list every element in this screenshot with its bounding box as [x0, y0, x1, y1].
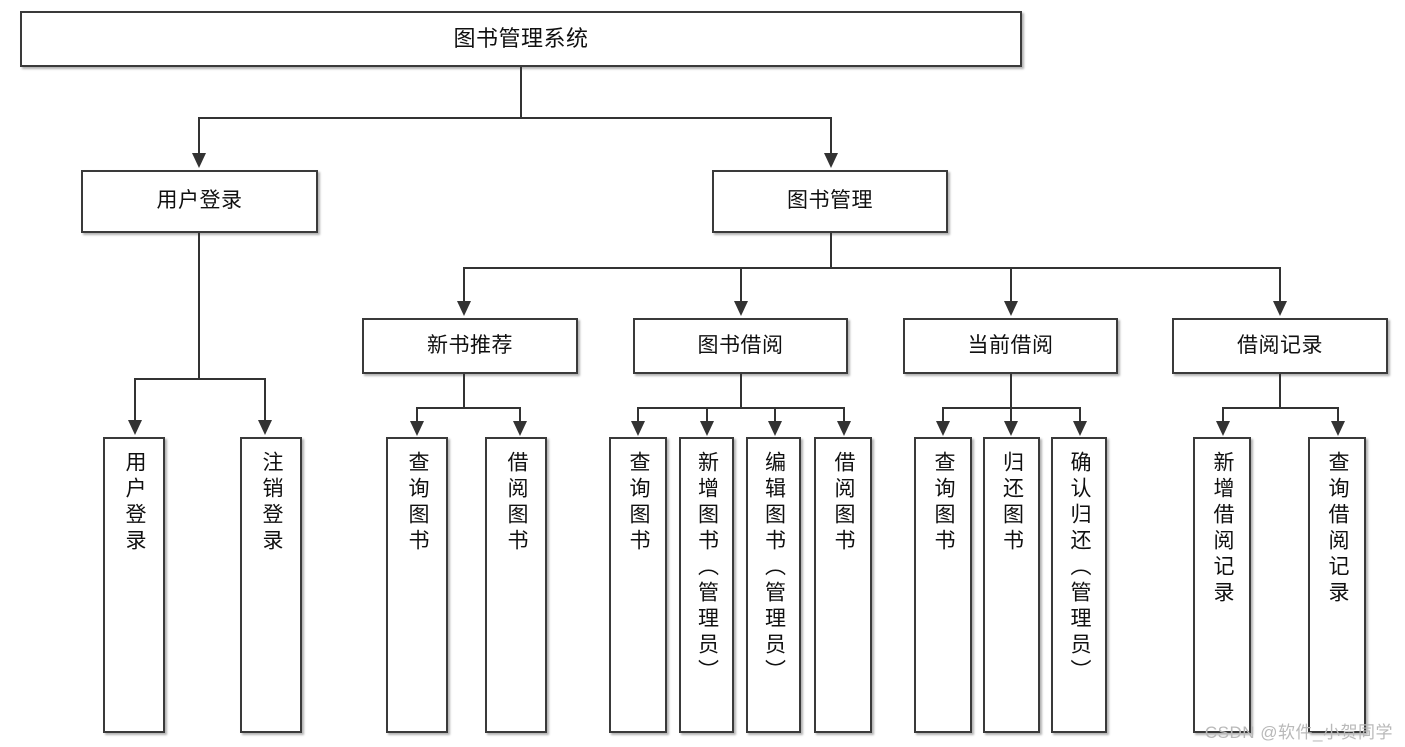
edge-new-book-bus	[416, 407, 519, 409]
edge-br-to-leaf-2	[1337, 407, 1339, 423]
arrowhead-bm-to-borrow-record	[1273, 301, 1287, 316]
arrowhead-bm-to-current-borrow	[1004, 301, 1018, 316]
arrowhead-new-book-to-leaf-1	[410, 421, 424, 436]
leaf-label: 注销登录	[260, 451, 284, 555]
edge-cb-to-leaf-3	[1079, 407, 1081, 423]
edge-book-management-bus	[463, 267, 1281, 269]
edge-new-book-to-leaf-2	[519, 407, 521, 423]
leaf-label: 确认归还（管理员）	[1068, 451, 1092, 685]
edge-bm-to-new-book	[463, 267, 465, 303]
leaf-label: 借阅图书	[505, 451, 529, 555]
edge-bb-to-leaf-3	[774, 407, 776, 423]
edge-cb-to-leaf-1	[942, 407, 944, 423]
leaf-label: 借阅图书	[832, 451, 856, 555]
node-label: 用户登录	[156, 189, 243, 213]
arrowhead-root-to-book-management	[824, 153, 838, 168]
leaf-label: 编辑图书（管理员）	[762, 451, 786, 685]
leaf-add-book-admin[interactable]: 新增图书（管理员）	[679, 437, 734, 733]
edge-bm-to-book-borrow	[740, 267, 742, 303]
leaf-return-book[interactable]: 归还图书	[983, 437, 1040, 733]
edge-new-book-to-leaf-1	[416, 407, 418, 423]
edge-bm-to-current-borrow	[1010, 267, 1012, 303]
arrowhead-bm-to-book-borrow	[734, 301, 748, 316]
leaf-label: 查询图书	[627, 451, 651, 555]
arrowhead-user-login-to-leaf-2	[258, 420, 272, 435]
edge-root-to-user-login	[198, 117, 200, 155]
node-book-management[interactable]: 图书管理	[712, 170, 948, 233]
edge-book-management-stem	[830, 233, 832, 267]
edge-new-book-stem	[463, 374, 465, 407]
leaf-add-borrow-record[interactable]: 新增借阅记录	[1193, 437, 1251, 733]
edge-bb-to-leaf-1	[637, 407, 639, 423]
node-label: 借阅记录	[1237, 333, 1323, 357]
node-label: 当前借阅	[967, 333, 1054, 357]
csdn-watermark: CSDN @软件_小贺同学	[1204, 723, 1393, 742]
arrowhead-br-to-leaf-1	[1216, 421, 1230, 436]
leaf-edit-book-admin[interactable]: 编辑图书（管理员）	[746, 437, 801, 733]
edge-root-stem	[520, 67, 522, 117]
leaf-query-book-borrow[interactable]: 查询图书	[609, 437, 667, 733]
leaf-query-book-newbook[interactable]: 查询图书	[386, 437, 448, 733]
edge-bb-to-leaf-2	[706, 407, 708, 423]
edge-user-login-to-leaf-2	[264, 378, 266, 422]
node-borrow-record[interactable]: 借阅记录	[1172, 318, 1388, 374]
leaf-label: 查询图书	[932, 451, 956, 555]
edge-br-to-leaf-1	[1222, 407, 1224, 423]
edge-book-borrow-bus	[637, 407, 844, 409]
edge-user-login-stem	[198, 233, 200, 378]
arrowhead-cb-to-leaf-2	[1004, 421, 1018, 436]
node-label: 图书借阅	[697, 333, 784, 357]
leaf-label: 归还图书	[1000, 451, 1024, 555]
arrowhead-bm-to-new-book	[457, 301, 471, 316]
leaf-query-borrow-record[interactable]: 查询借阅记录	[1308, 437, 1366, 733]
node-book-borrow[interactable]: 图书借阅	[633, 318, 848, 374]
arrowhead-br-to-leaf-2	[1331, 421, 1345, 436]
arrowhead-bb-to-leaf-2	[700, 421, 714, 436]
leaf-label: 新增借阅记录	[1211, 451, 1235, 607]
leaf-label: 新增图书（管理员）	[695, 451, 719, 685]
node-new-book-recommend[interactable]: 新书推荐	[362, 318, 578, 374]
edge-borrow-record-bus	[1222, 407, 1337, 409]
leaf-user-login[interactable]: 用户登录	[103, 437, 165, 733]
leaf-query-book-current[interactable]: 查询图书	[914, 437, 972, 733]
edge-cb-to-leaf-2	[1010, 407, 1012, 423]
node-label: 图书管理系统	[453, 26, 589, 52]
edge-user-login-bus	[134, 378, 264, 380]
edge-root-bus	[198, 117, 832, 119]
node-current-borrow[interactable]: 当前借阅	[903, 318, 1118, 374]
leaf-confirm-return-admin[interactable]: 确认归还（管理员）	[1051, 437, 1107, 733]
arrowhead-new-book-to-leaf-2	[513, 421, 527, 436]
arrowhead-bb-to-leaf-1	[631, 421, 645, 436]
edge-user-login-to-leaf-1	[134, 378, 136, 422]
arrowhead-root-to-user-login	[192, 153, 206, 168]
edge-bm-to-borrow-record	[1279, 267, 1281, 303]
leaf-label: 用户登录	[123, 451, 147, 555]
arrowhead-bb-to-leaf-3	[768, 421, 782, 436]
node-label: 图书管理	[787, 189, 873, 213]
leaf-label: 查询图书	[406, 451, 430, 555]
node-user-login[interactable]: 用户登录	[81, 170, 318, 233]
node-root-book-management-system[interactable]: 图书管理系统	[20, 11, 1022, 67]
leaf-logout[interactable]: 注销登录	[240, 437, 302, 733]
leaf-borrow-book[interactable]: 借阅图书	[814, 437, 872, 733]
arrowhead-user-login-to-leaf-1	[128, 420, 142, 435]
edge-bb-to-leaf-4	[843, 407, 845, 423]
arrowhead-cb-to-leaf-3	[1073, 421, 1087, 436]
edge-current-borrow-stem	[1010, 374, 1012, 407]
arrowhead-cb-to-leaf-1	[936, 421, 950, 436]
node-label: 新书推荐	[427, 333, 513, 357]
arrowhead-bb-to-leaf-4	[837, 421, 851, 436]
edge-root-to-book-management	[830, 117, 832, 155]
leaf-borrow-book-newbook[interactable]: 借阅图书	[485, 437, 547, 733]
leaf-label: 查询借阅记录	[1326, 451, 1350, 607]
edge-book-borrow-stem	[740, 374, 742, 407]
edge-borrow-record-stem	[1279, 374, 1281, 407]
